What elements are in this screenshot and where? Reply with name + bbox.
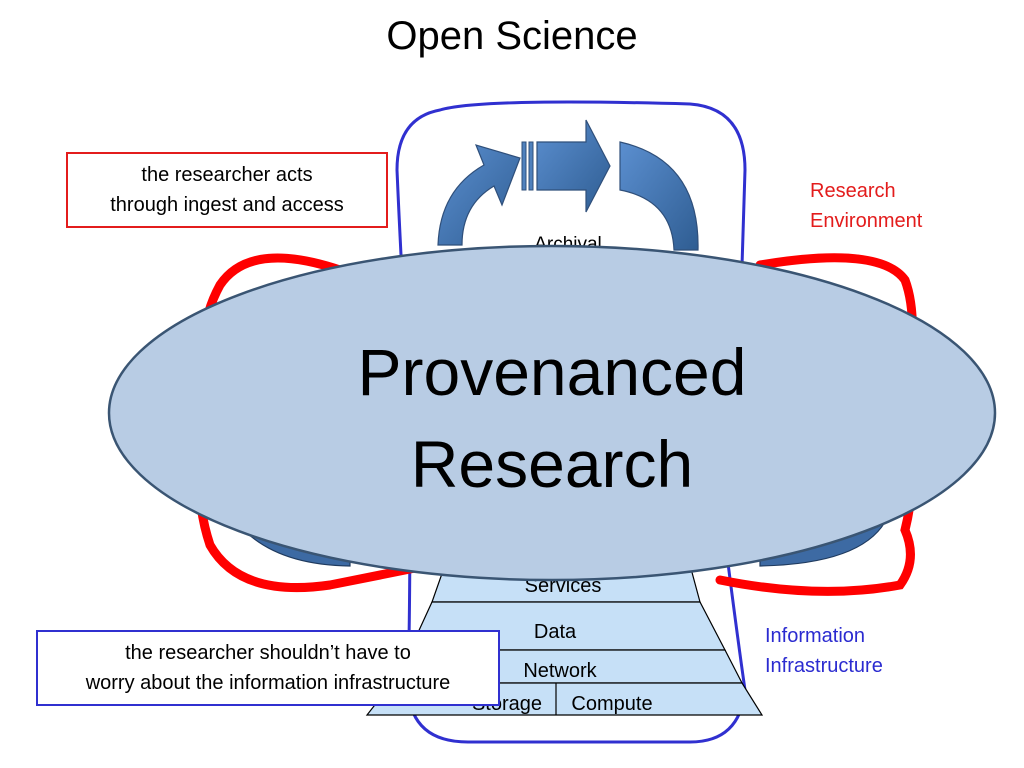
researcher-shouldnt-line-1: the researcher shouldn’t have to (125, 642, 411, 664)
researcher-acts-line-1: the researcher acts (141, 164, 313, 186)
researcher-shouldnt-line-2: worry about the information infrastructu… (85, 672, 451, 694)
transfer-straight-arrow (536, 119, 611, 213)
center-ellipse-line-1: Provenanced (358, 335, 747, 409)
center-ellipse-line-2: Research (411, 427, 693, 501)
stack-compute-label: Compute (571, 693, 652, 715)
arrow-stripe-2 (528, 141, 534, 191)
research-environment-line-1: Research (810, 180, 896, 202)
information-infrastructure-line-2: Infrastructure (765, 655, 883, 677)
stack-network-label: Network (523, 660, 597, 682)
researcher-acts-callout: the researcher acts through ingest and a… (66, 152, 388, 228)
research-environment-line-2: Environment (810, 210, 923, 232)
stack-data-label: Data (534, 621, 577, 643)
researcher-acts-line-2: through ingest and access (110, 194, 344, 216)
arrow-stripe-1 (521, 141, 527, 191)
access-curved-arrow (619, 141, 699, 251)
information-infrastructure-label: Information Infrastructure (765, 621, 883, 681)
ingest-curved-arrow (437, 144, 521, 246)
slide-title: Open Science (386, 14, 638, 58)
researcher-shouldnt-callout: the researcher shouldn’t have to worry a… (36, 630, 500, 706)
provenanced-research-ellipse: Provenanced Research (107, 244, 997, 582)
center-ellipse-shape (107, 244, 997, 582)
ingest-access-arrows: Archival (437, 119, 699, 255)
information-infrastructure-line-1: Information (765, 625, 866, 647)
research-environment-label: Research Environment (810, 176, 922, 236)
